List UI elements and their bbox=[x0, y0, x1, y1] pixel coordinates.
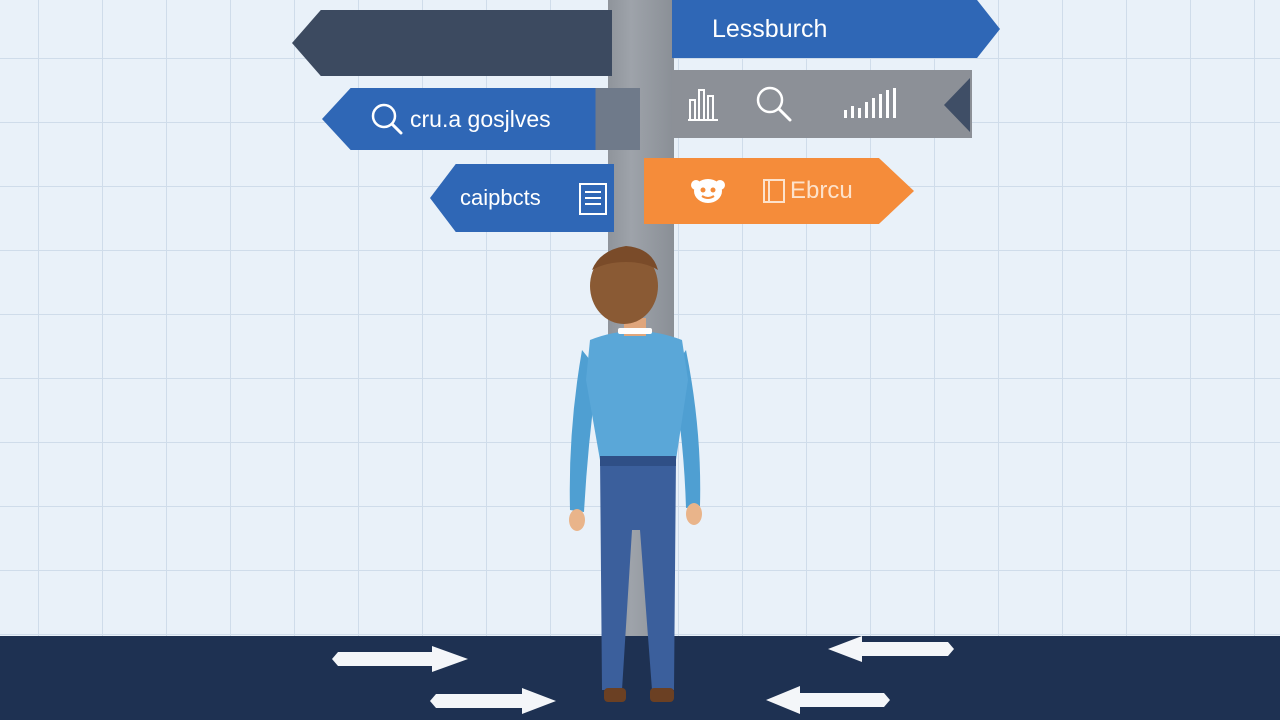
person-hair bbox=[590, 248, 658, 324]
sign-search-label: cru.a gosjlves bbox=[410, 105, 551, 132]
sign-research-label: Lessburch bbox=[712, 14, 828, 43]
person-left-hand bbox=[569, 509, 585, 531]
bar-chart-icon bbox=[842, 86, 904, 122]
sign-catalog-label: caipbcts bbox=[460, 185, 541, 210]
person-collar bbox=[618, 328, 652, 334]
sign-catalog: caipbcts bbox=[430, 164, 614, 232]
search-icon bbox=[370, 102, 404, 136]
bar-chart-icon bbox=[688, 86, 720, 122]
sign-team-label: Ebrcu bbox=[790, 177, 853, 204]
ground-arrow-left-2 bbox=[766, 686, 890, 714]
ground-arrow-right-2 bbox=[430, 688, 556, 714]
person-right-shoe bbox=[650, 688, 674, 702]
person-figure bbox=[569, 246, 702, 702]
ground-arrow-right-1 bbox=[332, 646, 468, 672]
sign-team: Ebrcu bbox=[644, 158, 914, 224]
sign-dark-left bbox=[292, 10, 612, 76]
document-icon bbox=[578, 182, 608, 216]
person-left-shoe bbox=[604, 688, 626, 702]
ground-floor bbox=[0, 636, 1280, 720]
person-shirt bbox=[586, 331, 688, 460]
person-right-hand bbox=[686, 503, 702, 525]
search-icon bbox=[754, 84, 794, 124]
sign-analytics bbox=[672, 70, 972, 138]
ground-arrow-left-1 bbox=[828, 636, 954, 662]
face-icon bbox=[688, 175, 728, 207]
person-jeans bbox=[600, 456, 676, 690]
book-icon bbox=[762, 177, 788, 205]
sign-search: cru.a gosjlves bbox=[322, 88, 640, 150]
sign-research: Lessburch bbox=[672, 0, 1000, 58]
